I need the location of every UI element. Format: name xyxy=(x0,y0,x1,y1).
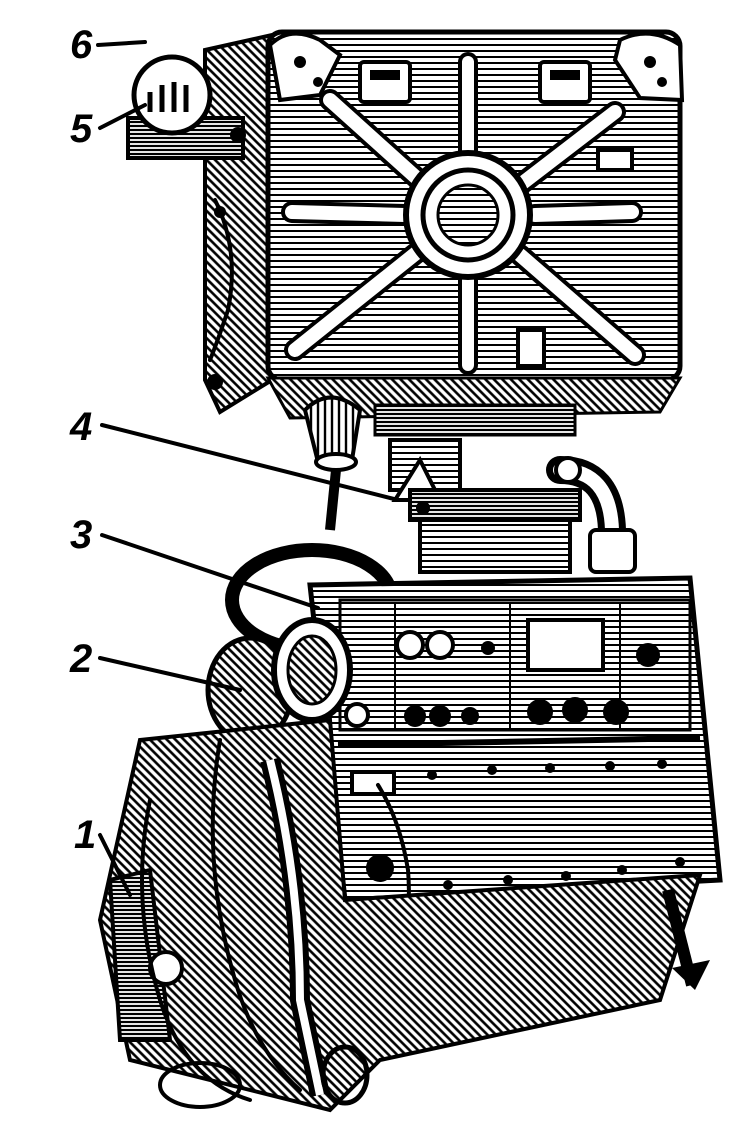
callout-labels: 6 5 4 3 2 1 xyxy=(69,23,96,857)
leader-line-4 xyxy=(100,423,400,502)
callout-4: 4 xyxy=(69,405,92,449)
callout-5: 5 xyxy=(70,107,93,151)
leader-line-2 xyxy=(98,656,242,692)
tractor-carriage xyxy=(97,717,710,1113)
drive-housing xyxy=(203,29,685,420)
callout-1: 1 xyxy=(74,813,96,857)
leader-lines xyxy=(96,40,400,897)
callout-2: 2 xyxy=(69,637,92,681)
leader-line-5 xyxy=(98,103,147,130)
leader-line-6 xyxy=(96,40,147,47)
wire-feed-mechanism xyxy=(302,395,637,574)
callout-6: 6 xyxy=(70,23,93,67)
callout-3: 3 xyxy=(70,513,92,557)
indicator-lamp xyxy=(126,54,246,160)
star-ribs xyxy=(281,52,646,375)
leader-line-3 xyxy=(100,533,320,610)
welding-head xyxy=(205,617,353,745)
leader-line-1 xyxy=(98,833,132,897)
